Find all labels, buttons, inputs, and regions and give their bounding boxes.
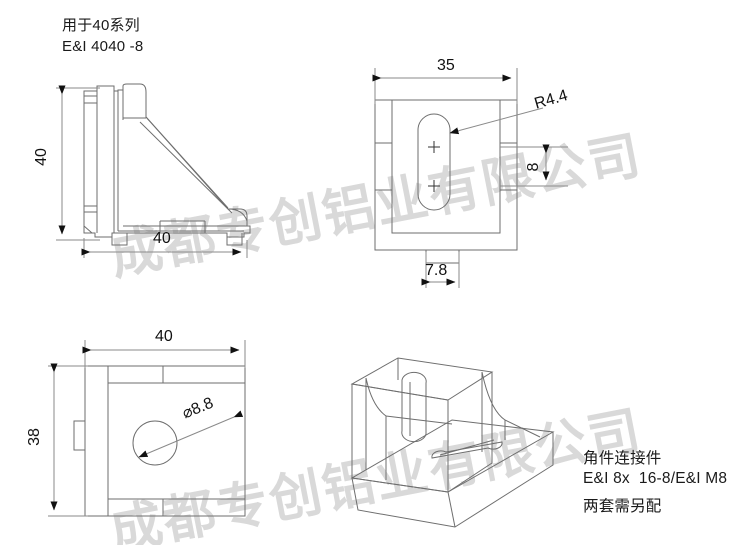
dimension-lines [48,68,568,517]
bottom-note-line-3: 两套需另配 [583,498,662,515]
side-view-height-dimension: 40 [33,148,50,166]
header-note-line-1: 用于40系列 [62,17,140,34]
front-view-width-dimension: 35 [437,57,455,74]
top-view-geometry [73,365,246,517]
bottom-note-line-2: E&I 8x 16-8/E&I M8 [583,470,728,487]
side-view-geometry [83,83,251,246]
front-view-geometry [374,99,518,264]
side-view-width-dimension: 40 [153,230,171,247]
header-note-line-2: E&I 4040 -8 [62,38,144,55]
isometric-view-geometry [350,357,555,528]
front-view-slot-spacing-dimension: 8 [525,162,542,172]
top-view-width-dimension: 40 [155,328,173,345]
front-view-tab-width-dimension: 7.8 [425,262,448,279]
bottom-note-line-1: 角件连接件 [583,450,662,467]
top-view-depth-dimension: 38 [26,428,43,446]
